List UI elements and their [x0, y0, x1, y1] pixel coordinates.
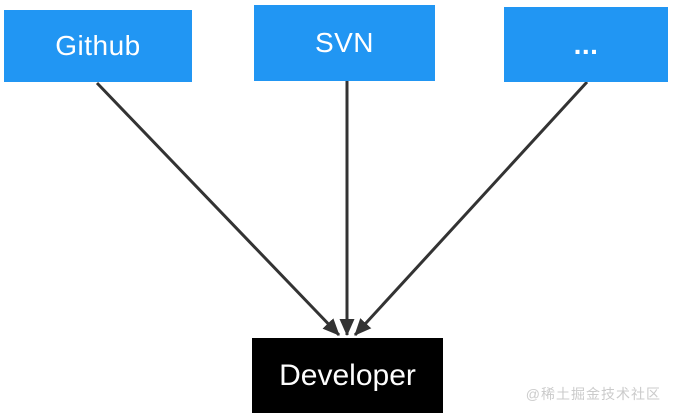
node-svn-label: SVN	[314, 27, 375, 58]
node-svn: SVN	[254, 5, 435, 81]
node-developer-label: Developer	[279, 358, 416, 392]
node-developer: Developer	[252, 338, 443, 413]
node-github: Github	[4, 10, 192, 82]
watermark: @稀土掘金技术社区	[525, 386, 661, 402]
arrow-others-to-developer	[353, 80, 589, 337]
arrow-github-to-developer	[95, 81, 341, 337]
node-others-label: ...	[573, 28, 599, 60]
node-github-label: Github	[55, 30, 141, 61]
node-others: ...	[504, 7, 668, 82]
